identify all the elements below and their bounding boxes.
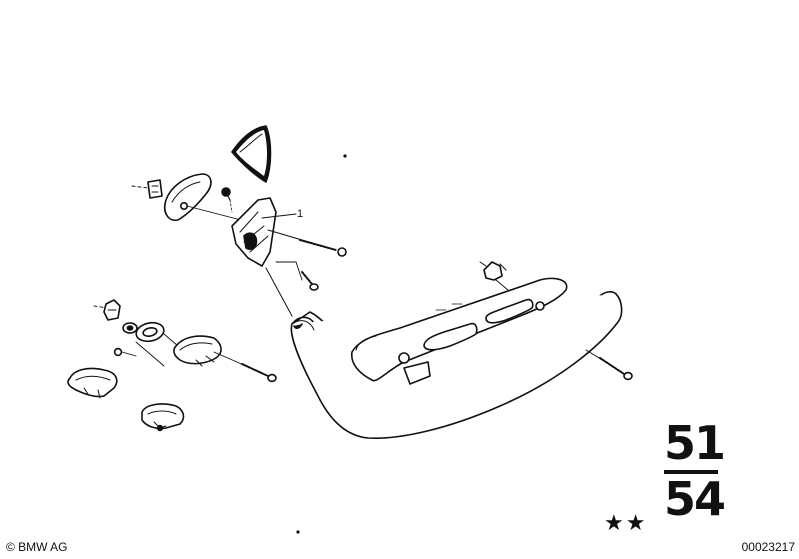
small-screw-left — [113, 347, 137, 357]
small-screw-top — [221, 187, 233, 213]
clip-bracket-b — [141, 403, 185, 432]
spring-clip-left — [131, 179, 163, 199]
group-number-bottom: 54 — [664, 472, 726, 526]
clip-bracket-a — [67, 367, 118, 399]
mirror-bracket — [231, 197, 297, 267]
cover-cap — [173, 335, 222, 367]
stray-mark — [343, 154, 347, 158]
armrest-clip — [479, 261, 509, 291]
washer-round — [122, 322, 138, 334]
small-screw-bracket — [275, 261, 319, 291]
oval-washer — [135, 321, 179, 367]
armrest — [290, 291, 623, 440]
copyright-text: © BMW AG — [6, 540, 68, 554]
callout-label-1: 1 — [297, 208, 304, 220]
stars-marker: ★★ — [604, 510, 648, 535]
long-screw-left — [213, 351, 277, 383]
document-number: 00023217 — [741, 540, 795, 554]
leader-line — [265, 267, 293, 317]
long-screw-bracket — [267, 229, 347, 257]
stray-mark-bottom — [296, 530, 300, 534]
armrest-trim — [350, 277, 568, 385]
plug-top-left — [93, 299, 121, 321]
mirror-glass — [231, 125, 272, 183]
mirror-base-plate — [163, 173, 265, 227]
armrest-screw — [585, 349, 633, 381]
group-number-top: 51 — [664, 416, 726, 470]
group-number-divider — [664, 470, 718, 474]
